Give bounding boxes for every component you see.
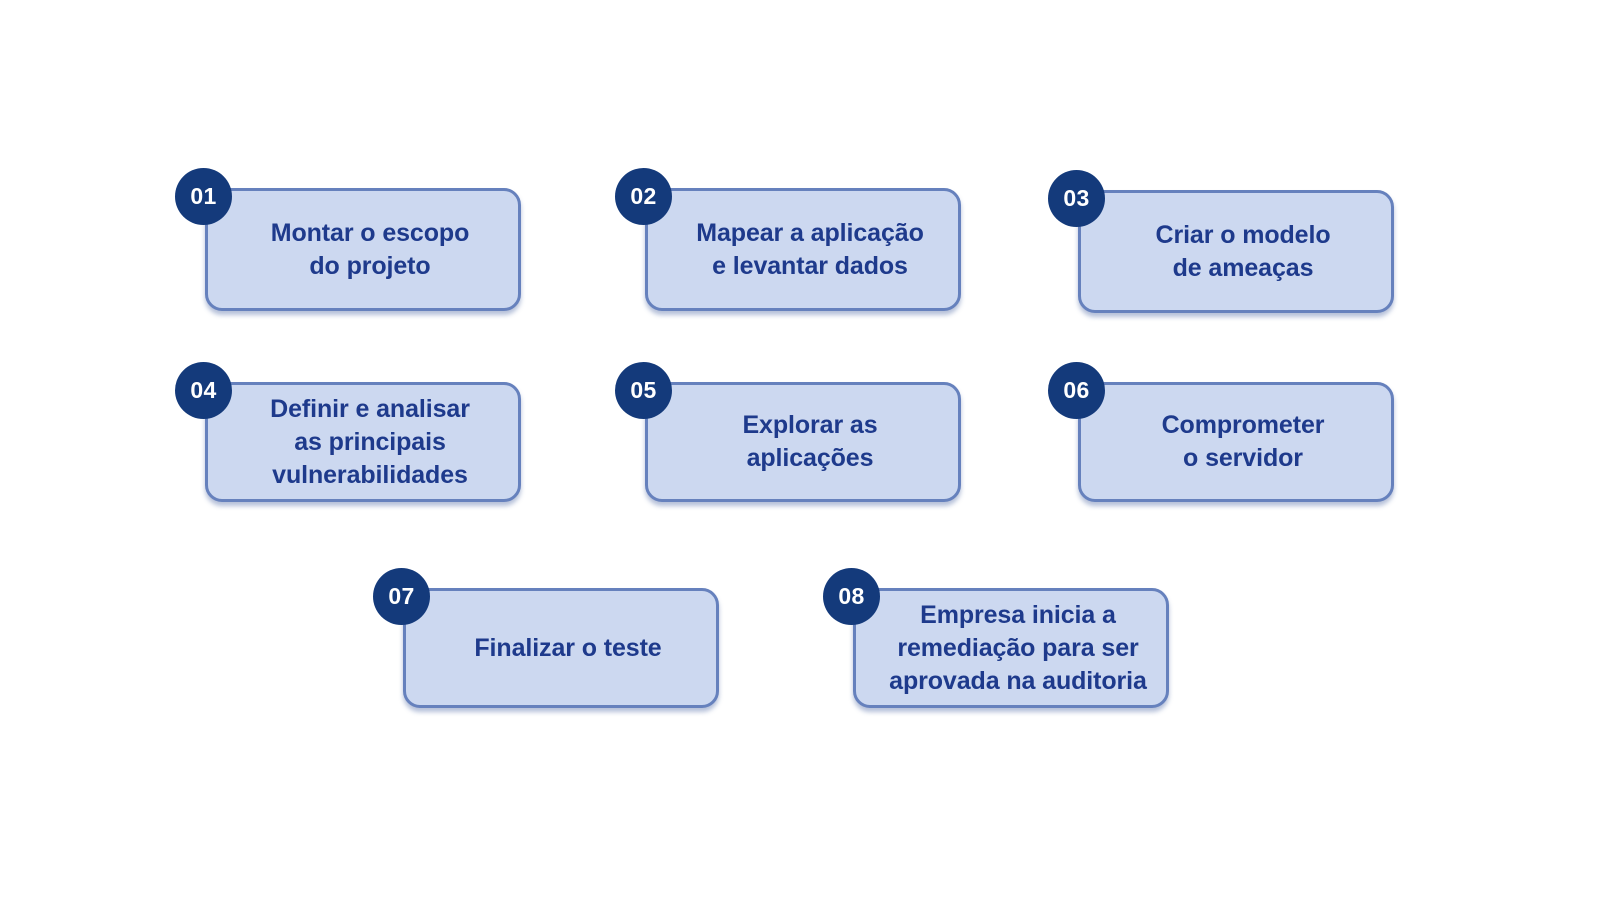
step-number: 07 [388,583,415,609]
step-label: Definir e analisar as principais vulnera… [270,394,470,489]
step-label: Finalizar o teste [474,633,662,662]
step-label: Explorar as aplicações [742,411,878,472]
step-number-badge[interactable]: 07 [373,568,430,625]
step-number-badge[interactable]: 06 [1048,362,1105,419]
step-label: Empresa inicia a remediação para ser apr… [889,600,1147,695]
step-label: Comprometer o servidor [1161,411,1325,472]
step-number: 03 [1063,185,1090,211]
step-number: 06 [1063,377,1090,403]
step-number-badge[interactable]: 08 [823,568,880,625]
step-number: 05 [630,377,657,403]
step-card[interactable]: Montar o escopo do projeto [205,188,521,311]
step-number: 01 [190,183,217,209]
step-card[interactable]: Explorar as aplicações [645,382,961,502]
step-number: 08 [838,583,865,609]
step-label: Montar o escopo do projeto [270,218,470,280]
step-label: Mapear a aplicação e levantar dados [696,218,924,280]
step-number: 02 [630,183,657,209]
step-number: 04 [190,377,217,403]
step-label: Criar o modelo de ameaças [1155,220,1331,282]
step-card[interactable]: Definir e analisar as principais vulnera… [205,382,521,502]
step-card[interactable]: Finalizar o teste [403,588,719,708]
step-card[interactable]: Mapear a aplicação e levantar dados [645,188,961,311]
step-number-badge[interactable]: 05 [615,362,672,419]
step-number-badge[interactable]: 01 [175,168,232,225]
step-number-badge[interactable]: 02 [615,168,672,225]
step-card[interactable]: Empresa inicia a remediação para ser apr… [853,588,1169,708]
step-card[interactable]: Criar o modelo de ameaças [1078,190,1394,313]
step-card[interactable]: Comprometer o servidor [1078,382,1394,502]
step-number-badge[interactable]: 03 [1048,170,1105,227]
step-number-badge[interactable]: 04 [175,362,232,419]
